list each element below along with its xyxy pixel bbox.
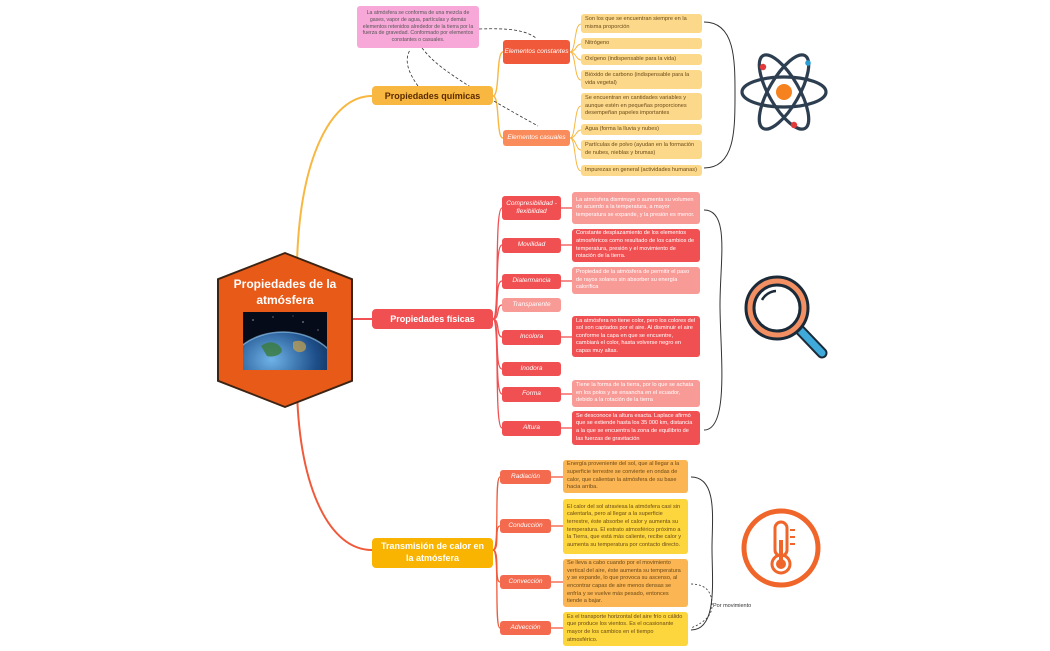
fisicas-item-incolora[interactable]: Incolora [502,330,561,345]
fisicas-item-inodora[interactable]: Inodora [502,362,561,376]
constantes-item: Son los que se encuentran siempre en la … [581,14,702,33]
branch-transmision-calor[interactable]: Transmisión de calor en la atmósfera [372,538,493,568]
fisicas-item-forma[interactable]: Forma [502,387,561,402]
casuales-item: Partículas de polvo (ayudan en la formac… [581,140,702,159]
constantes-item: Nitrógeno [581,38,702,49]
casuales-item: Se encuentran en cantidades variables y … [581,93,702,120]
constantes-item: Bióxido de carbono (indispensable para l… [581,70,702,89]
thermometer-icon [741,508,821,588]
sub-elementos-constantes[interactable]: Elementos constantes [503,40,570,64]
transmision-item-conduccion[interactable]: Conducción [500,519,551,533]
atom-icon [740,53,828,131]
fisicas-item-movilidad[interactable]: Movilidad [502,238,561,253]
sub-elementos-casuales[interactable]: Elementos casuales [503,130,570,146]
fisicas-item-compresibilidad[interactable]: Compresibilidad -flexibilidad [502,196,561,220]
constantes-item: Oxígeno (indispensable para la vida) [581,54,702,65]
transmision-item-adveccion[interactable]: Advección [500,621,551,635]
branch-propiedades-quimicas[interactable]: Propiedades químicas [372,86,493,105]
relation-label: Por movimiento [713,603,752,609]
fisicas-item-altura[interactable]: Altura [502,421,561,436]
casuales-item: Impurezas en general (actividades humana… [581,165,702,176]
fisicas-desc: La atmósfera no tiene color, pero los co… [572,316,700,357]
fisicas-desc: Constante desplazamiento de los elemento… [572,229,700,262]
quimicas-note: La atmósfera se conforma de una mezcla d… [357,6,479,48]
fisicas-desc: Propiedad de la atmósfera de permitir el… [572,267,700,294]
earth-image [243,312,327,370]
transmision-desc: Se lleva a cabo cuando por el movimiento… [563,559,688,607]
branch-propiedades-fisicas[interactable]: Propiedades físicas [372,309,493,329]
transmision-desc: Es el transporte horizontal del aire frí… [563,612,688,646]
magnifier-icon [744,275,828,359]
fisicas-item-transparente[interactable]: Transparente [502,298,561,312]
fisicas-desc: Tiene la forma de la tierra, por lo que … [572,380,700,407]
transmision-desc: Energía proveniente del sol, que al lleg… [563,460,688,493]
transmision-item-conveccion[interactable]: Convección [500,575,551,589]
root-node[interactable]: Propiedades de la atmósfera [217,252,353,408]
fisicas-desc: La atmósfera disminuye o aumenta su volu… [572,192,700,224]
casuales-item: Agua (forma la lluvia y nubes) [581,124,702,135]
transmision-item-radiacion[interactable]: Radiación [500,470,551,484]
fisicas-desc: Se desconoce la altura exacta. Laplace a… [572,411,700,445]
transmision-desc: El calor del sol atraviesa la atmósfera … [563,499,688,554]
root-title: Propiedades de la atmósfera [233,277,337,308]
fisicas-item-diatermancia[interactable]: Diatermancia [502,274,561,289]
